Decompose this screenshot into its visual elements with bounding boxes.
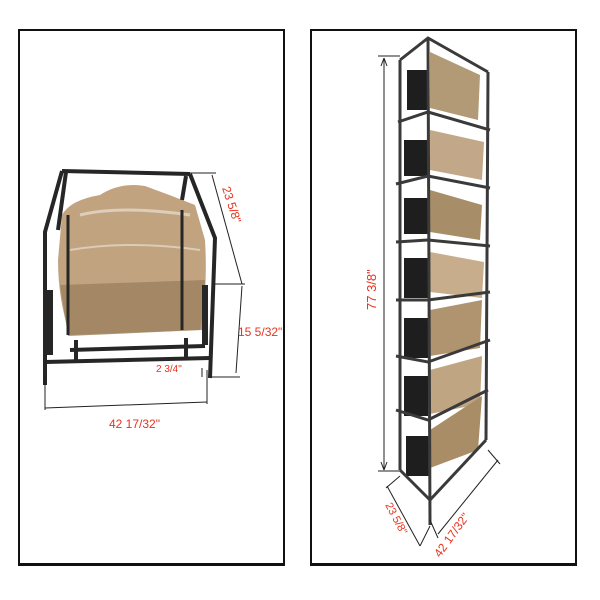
stacked-rack-frame	[395, 36, 491, 526]
stacked-rack-units	[404, 70, 430, 476]
single-unit-package	[58, 185, 206, 336]
stacked-rack-dimension-lines	[378, 55, 501, 547]
single-unit-clearance-label: 2 3/4"	[156, 364, 182, 375]
single-unit-frame	[43, 169, 218, 385]
stacked-rack-height-label: 77 3/8"	[364, 269, 379, 310]
single-unit-dimension-lines	[44, 172, 245, 410]
single-unit-height-label: 15 5/32"	[238, 325, 282, 339]
single-unit-width-label: 42 17/32"	[109, 417, 160, 431]
